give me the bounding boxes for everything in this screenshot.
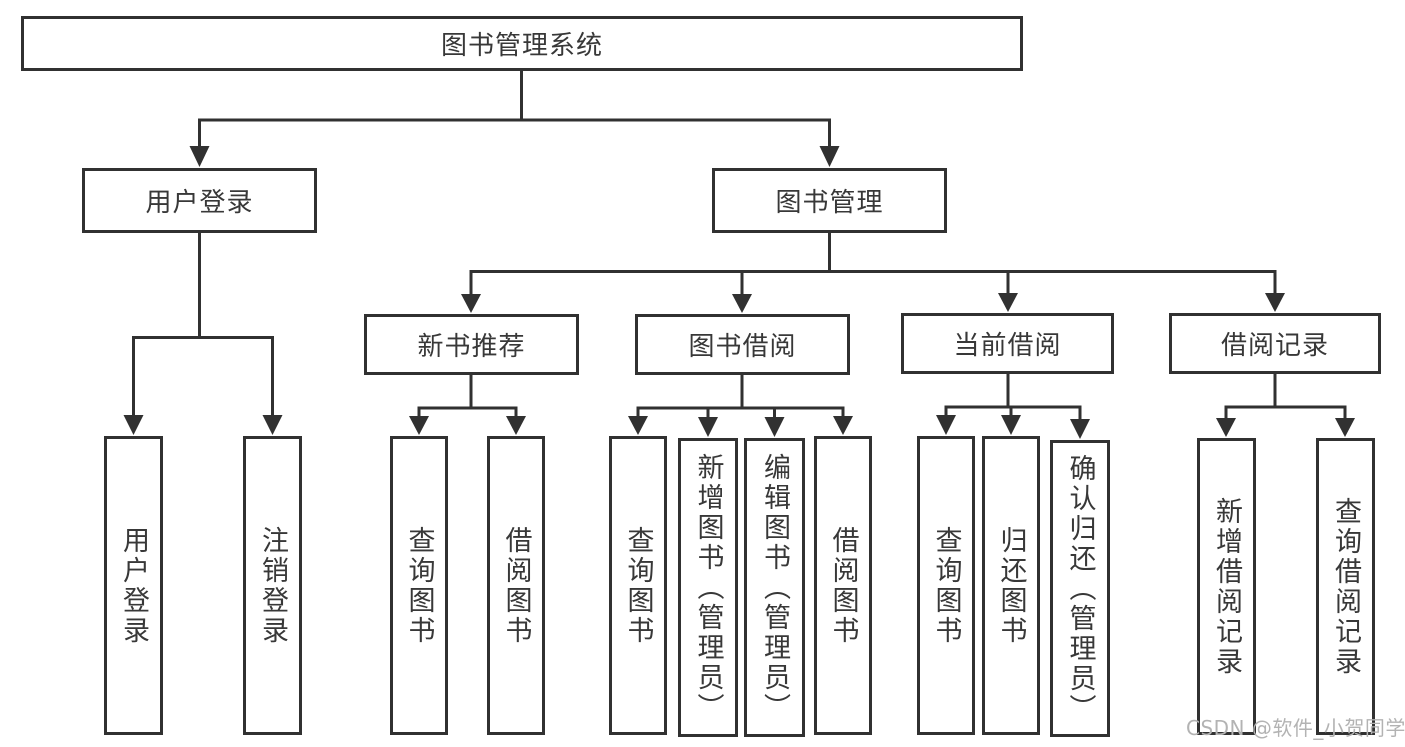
connector-borrow-records-children: [1216, 374, 1355, 437]
leaf-bb-edit-books-admin: 编辑图书（管理员）: [744, 438, 805, 737]
leaf-bb-borrow-books: 借阅图书: [814, 436, 872, 735]
connector-root-to-level2: [189, 71, 840, 167]
csdn-watermark: CSDN @软件_小贺同学: [1186, 716, 1405, 740]
leaf-cb-confirm-return-admin: 确认归还（管理员）: [1050, 440, 1110, 737]
leaf-nb-query-books: 查询图书: [390, 436, 448, 735]
leaf-user-login: 用户登录: [104, 436, 163, 735]
node-user-login: 用户登录: [82, 168, 317, 233]
connector-book-borrow-children: [628, 375, 853, 437]
connector-new-book-recommend-children: [409, 375, 526, 435]
connector-current-borrow-children: [936, 374, 1090, 439]
connector-user-login-children: [123, 233, 283, 435]
leaf-br-add-record: 新增借阅记录: [1197, 438, 1256, 735]
node-book-borrowing: 图书借阅: [635, 314, 850, 375]
node-borrow-records: 借阅记录: [1169, 313, 1381, 374]
connector-book-management-children: [461, 233, 1285, 313]
node-book-management: 图书管理: [712, 168, 947, 233]
leaf-bb-add-books-admin: 新增图书（管理员）: [678, 438, 738, 737]
leaf-cb-query-books: 查询图书: [917, 436, 975, 735]
leaf-bb-query-books: 查询图书: [609, 436, 667, 735]
leaf-logout: 注销登录: [243, 436, 302, 735]
leaf-nb-borrow-books: 借阅图书: [487, 436, 545, 735]
node-current-borrowing: 当前借阅: [901, 313, 1114, 374]
leaf-br-query-record: 查询借阅记录: [1316, 438, 1375, 735]
node-library-management-system: 图书管理系统: [21, 16, 1023, 71]
node-new-book-recommend: 新书推荐: [364, 314, 579, 375]
leaf-cb-return-books: 归还图书: [982, 436, 1040, 735]
